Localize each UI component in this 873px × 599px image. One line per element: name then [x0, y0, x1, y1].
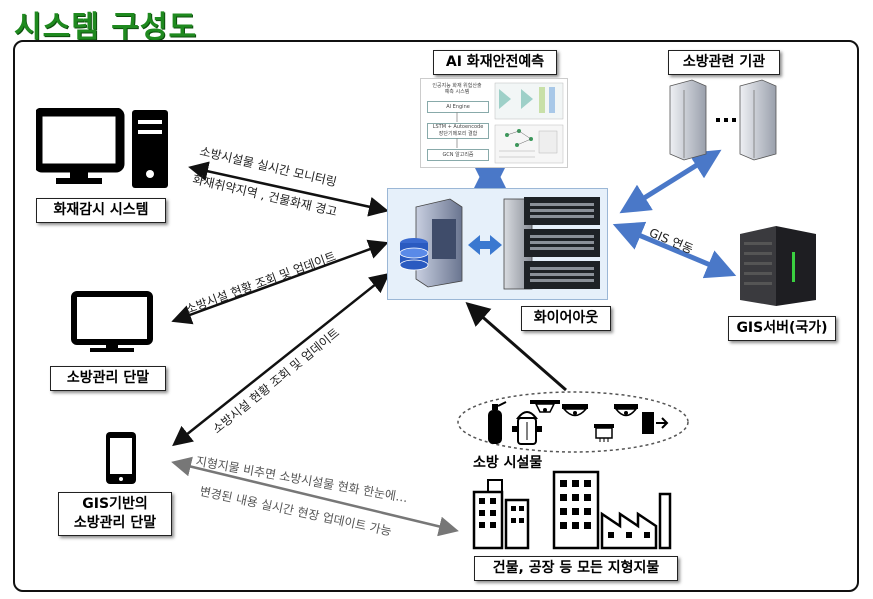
smartphone-icon [106, 432, 136, 484]
diagram-frame [13, 40, 859, 592]
arrow-agency [619, 149, 722, 214]
gis-terminal-label: GIS기반의 소방관리 단말 [58, 492, 172, 536]
arrow-facilities [465, 302, 567, 392]
smoke-detector-icon [614, 404, 638, 417]
arrow-monitor [188, 161, 389, 217]
building-icon [472, 479, 504, 550]
page-title: 시스템 구성도 [14, 10, 198, 45]
ai-label: AI 화재안전예측 [433, 50, 557, 75]
ai-screen-box-gcn: GCN 알고리즘 [427, 149, 489, 161]
server-tower-icon [669, 79, 707, 161]
smoke-detector-icon [562, 404, 588, 417]
tv-monitor-icon [71, 291, 153, 352]
firefighting-terminal-label: 소방관리 단말 [50, 366, 166, 391]
monitor-pc-icon [36, 108, 168, 188]
buildings-illustration [472, 470, 672, 550]
facility-icons [488, 400, 669, 445]
ellipsis-dots [716, 118, 736, 122]
building-icon [552, 470, 600, 550]
database-server-icon [399, 198, 502, 288]
arrow-gis-terminal [172, 272, 390, 447]
arrow-field [171, 456, 459, 537]
server-tower-icon [739, 79, 777, 161]
gis-server-label: GIS서버(국가) [728, 316, 836, 341]
facilities-ellipse [457, 391, 689, 453]
buildings-label: 건물, 공장 등 모든 지형지물 [474, 556, 678, 581]
ai-screen-heading: 인공지능 화재 위험산출 예측 시스템 [432, 83, 482, 95]
ai-screen-box-lstm: LSTM + Autoencode 장단기메모리 결합 [427, 123, 489, 139]
ai-screen-figures [456, 82, 564, 164]
facilities-label: 소방 시설물 [473, 455, 543, 471]
factory-icon [600, 492, 672, 550]
agency-label: 소방관련 기관 [668, 50, 780, 75]
cctv-icon [530, 400, 560, 413]
fireout-panel [387, 188, 608, 300]
fire-extinguisher-icon [488, 401, 507, 444]
building-icon [504, 498, 530, 550]
fireout-label: 화이어아웃 [521, 306, 611, 331]
gis-server-icon [740, 226, 816, 306]
fire-hydrant-icon [512, 411, 542, 445]
exit-sign-icon [642, 412, 669, 434]
arrow-gis-server [612, 221, 737, 279]
ai-screen: 인공지능 화재 위험산출 예측 시스템 AI Engine LSTM + Aut… [420, 78, 568, 168]
sprinkler-icon [594, 424, 614, 442]
fire-monitor-label: 화재감시 시스템 [36, 198, 166, 223]
server-rack-icon [503, 197, 600, 290]
agency-servers [669, 79, 777, 161]
ai-screen-box-engine: AI Engine [427, 101, 489, 113]
